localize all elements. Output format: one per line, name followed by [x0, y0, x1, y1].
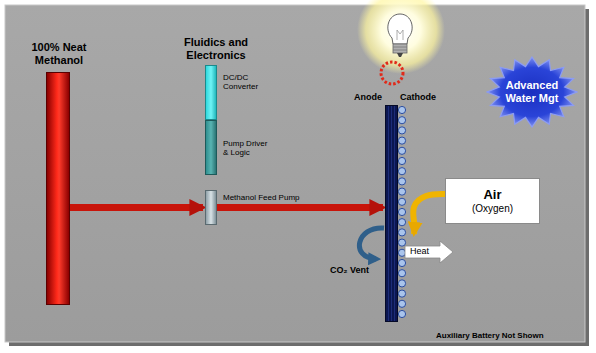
node-text: Methanol Feed Pump: [223, 193, 300, 202]
bulb-glass: [388, 14, 412, 44]
node-text: Advanced Water Mgt: [500, 79, 564, 104]
cell-circle: [398, 137, 405, 144]
cell-circle: [398, 270, 405, 277]
cell-circle: [398, 178, 405, 185]
cell-circle: [398, 249, 405, 256]
bulb-base: [393, 44, 407, 53]
air-box: Air(Oxygen): [445, 178, 540, 224]
water-mgt-starburst: Advanced Water Mgt: [486, 56, 578, 128]
heat-arrow: [405, 241, 453, 263]
cell-circle: [398, 147, 405, 154]
group-heading: Fluidics and Electronics: [168, 36, 264, 61]
starburst-outline: [487, 57, 577, 127]
flow-arrow: [70, 204, 203, 211]
cell-circle: [398, 208, 405, 215]
node-text: Anode: [340, 92, 382, 102]
fuel-tank: 100% Neat Methanol: [46, 72, 70, 305]
cell-circle: [398, 280, 405, 287]
co2-vent-arrow: [359, 228, 384, 259]
node-text: Pump Driver & Logic: [223, 139, 273, 157]
cell-circle: [398, 310, 405, 317]
node-text: Air: [483, 188, 501, 203]
vent-label: CO₂ Vent: [330, 265, 369, 275]
cell-circle: [398, 127, 405, 134]
cell-circle: [398, 157, 405, 164]
cell-circle: [398, 239, 405, 246]
cell-circles: [398, 106, 405, 317]
cell-circle: [398, 168, 405, 175]
cell-circle: [398, 106, 405, 113]
bulb-filament: [397, 30, 403, 40]
note-label: Auxiliary Battery Not Shown: [436, 331, 544, 340]
fuel-cell-stack: AnodeCathode: [385, 105, 398, 322]
pump-driver-block: Pump Driver & Logic: [205, 120, 217, 175]
feed-pump-block: Methanol Feed Pump: [205, 190, 217, 225]
node-text: (Oxygen): [472, 203, 513, 215]
cell-circle: [398, 198, 405, 205]
flow-arrow: [217, 204, 383, 211]
converter-block: DC/DC Converter: [205, 65, 217, 120]
panel: [5, 5, 585, 342]
cell-circle: [398, 219, 405, 226]
bulb-thread: [393, 47, 407, 50]
cell-circle: [398, 229, 405, 236]
bulb-tip: [397, 53, 403, 57]
cell-circle: [398, 300, 405, 307]
heat-label: Heat: [410, 246, 429, 256]
node-text: 100% Neat Methanol: [15, 41, 103, 66]
light-bulb: [388, 14, 412, 57]
cell-circle: [398, 117, 405, 124]
dashed-ring: [381, 62, 403, 84]
cell-circle: [398, 290, 405, 297]
cell-circle: [398, 259, 405, 266]
cell-circle: [398, 188, 405, 195]
node-text: Cathode: [400, 92, 436, 102]
node-text: DC/DC Converter: [223, 73, 273, 91]
flow-arrow: [413, 194, 445, 234]
bulb-glow: [357, 0, 445, 74]
